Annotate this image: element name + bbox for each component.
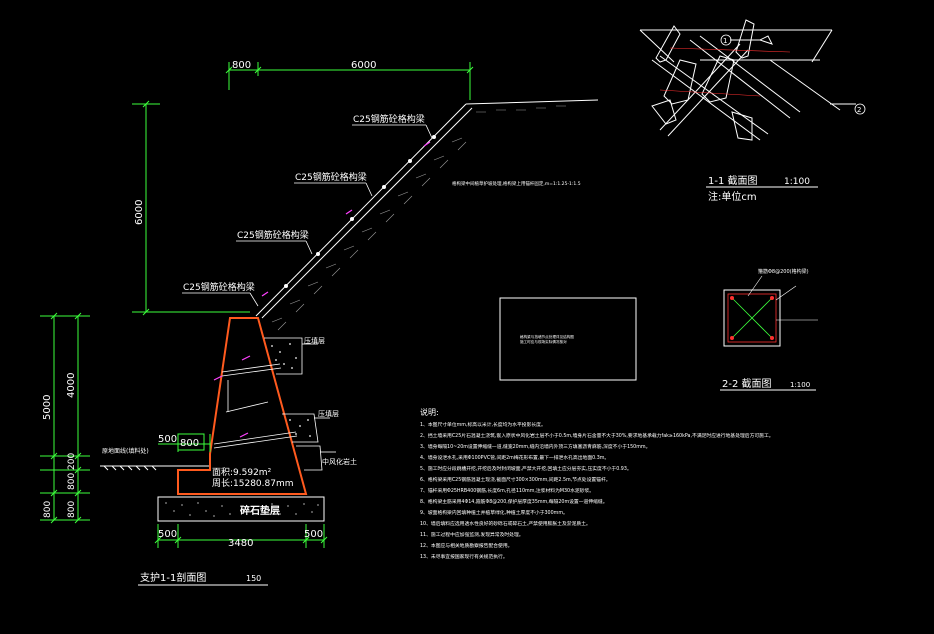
dim-base-3480: 3480	[228, 538, 253, 549]
note-13: 13、未尽事宜按国家现行有关规范执行。	[420, 553, 508, 560]
wall-internal	[213, 363, 298, 449]
callout-circle-2	[854, 103, 866, 115]
wall-area: 面积:9.592m²	[212, 466, 272, 478]
section-2-2-leader-2	[775, 285, 797, 301]
note-9: 9、坡面格构梁内回填种植土并植草绿化,种植土厚度不小于300mm。	[420, 509, 568, 516]
section-2-2-leader	[747, 275, 763, 297]
note-1: 1、本图尺寸单位mm,标高以米计,长度均为水平投影长度。	[420, 421, 546, 428]
toe-dimension	[158, 433, 211, 452]
dim-left-800-a: 800	[67, 473, 77, 490]
section-1-1-unit-note: 注:单位cm	[708, 190, 757, 203]
dim-left-800-b: 800	[43, 501, 53, 518]
section-2-2-scale: 1:100	[790, 381, 810, 389]
bedrock-label: 中风化岩土	[322, 457, 357, 466]
section-2-2-title: 2-2 截面图	[722, 377, 772, 390]
beam-leaders	[182, 124, 433, 307]
note-6: 6、格构梁采用C25钢筋混凝土现浇,截面尺寸300×300mm,间距2.5m,节…	[420, 476, 611, 483]
section-1-1-scale: 1:100	[784, 177, 810, 187]
wall-magenta-marks	[213, 355, 251, 438]
dim-top-800: 800	[232, 60, 251, 71]
slope-surface	[255, 99, 599, 319]
slope-hatch	[271, 105, 566, 331]
anchor-nodes	[284, 135, 436, 288]
foundation-rect	[157, 496, 325, 522]
fill-layers	[264, 337, 323, 471]
dim-left-5000: 5000	[42, 395, 53, 420]
wall-perimeter: 周长:15280.87mm	[212, 477, 294, 489]
note-3: 3、墙身每隔10~20m设置伸缩缝一道,缝宽20mm,缝内沿墙内外顶三方填塞沥青…	[420, 443, 650, 450]
note-7: 7、锚杆采用Φ25HRB400钢筋,长度6m,孔径110mm,注浆材料为M30水…	[420, 487, 594, 494]
fill-top-label: 压填层	[304, 336, 325, 345]
dim-left-4000: 4000	[66, 373, 77, 398]
callout-mark-1: 1	[723, 37, 727, 45]
retaining-wall	[177, 317, 308, 495]
note-5: 5、施工时应分段跳槽开挖,开挖后及时封闭坡面,严禁大开挖,回填土应分层夯实,压实…	[420, 465, 632, 472]
base-dimension	[154, 524, 328, 548]
section-1-1-rebar	[659, 47, 791, 97]
foundation-hatch	[165, 502, 319, 517]
note-10: 10、墙后填料应选用透水性良好的砂砾石或碎石土,严禁使用膨胀土及淤泥质土。	[420, 520, 591, 527]
notes-title: 说明:	[420, 407, 439, 417]
ground-line	[100, 465, 210, 471]
foundation-label: 碎石垫层	[240, 504, 280, 517]
dim-left-6000: 6000	[134, 200, 145, 225]
center-box-line-2: 施工时应与现场实际情况核对	[520, 339, 567, 344]
dim-base-500-right: 500	[304, 529, 323, 540]
note-8: 8、格构梁主筋采用4Φ14,箍筋Φ8@200,保护层厚度35mm,每隔20m设置…	[420, 498, 608, 505]
top-dimension	[225, 62, 474, 100]
notes-list: 1、本图尺寸单位mm,标高以米计,长度均为水平投影长度。 2、挡土墙采用C25片…	[420, 421, 774, 560]
callout-circle-1	[720, 34, 732, 46]
slope-magenta-marks	[261, 141, 431, 297]
note-4: 4、墙身设泄水孔,采用Φ100PVC管,间距2m梅花形布置,最下一排泄水孔高出地…	[420, 454, 609, 461]
left-upper-dimension	[132, 100, 250, 316]
beam-label-1: C25钢筋砼格构梁	[353, 113, 425, 125]
dim-base-500-left: 500	[158, 529, 177, 540]
beam-label-2: C25钢筋砼格构梁	[295, 171, 367, 183]
note-11: 11、施工过程中应加强监测,发现异常及时处理。	[420, 531, 524, 538]
fill-mid-label: 压填层	[318, 409, 339, 418]
section-2-2-bars	[730, 296, 774, 340]
center-detail-box	[499, 297, 637, 381]
callout-mark-2: 2	[857, 106, 861, 114]
section-1-1-title: 1-1 截面图	[708, 174, 758, 187]
section-1-1-drawing	[639, 19, 856, 141]
note-12: 12、本图应与相关地质勘察报告配合使用。	[420, 542, 512, 549]
beam-label-4: C25钢筋砼格构梁	[183, 281, 255, 293]
section-2-2-stirrup-label: 箍筋Φ8@200(格构梁)	[758, 268, 809, 275]
dim-left-800-c: 800	[67, 501, 77, 518]
dim-toe-500: 500	[158, 434, 177, 445]
beam-label-3: C25钢筋砼格构梁	[237, 229, 309, 241]
center-box-line-1: 格构梁与挡墙节点处理详见结构图	[520, 334, 574, 339]
main-section-title: 支护1-1剖面图	[140, 571, 206, 584]
section-2-2-inner	[727, 293, 777, 343]
dim-left-200: 200	[67, 453, 77, 470]
note-2: 2、挡土墙采用C25片石混凝土浇筑,嵌入原状中风化岩土层不小于0.5m,墙身片石…	[420, 432, 774, 439]
section-2-2-diagonals	[731, 297, 773, 339]
main-section-scale: 150	[246, 574, 261, 583]
slope-note: 格构梁中间植草护坡处理,格构梁上用锚杆固定,m=1:1.25-1:1.5	[452, 180, 581, 187]
dim-toe-800: 800	[180, 438, 199, 449]
left-lower-dimensions	[40, 312, 90, 524]
fill-hatch	[271, 343, 311, 437]
ground-label: 原地面线(填料处)	[102, 447, 149, 455]
dim-top-6000: 6000	[351, 60, 376, 71]
